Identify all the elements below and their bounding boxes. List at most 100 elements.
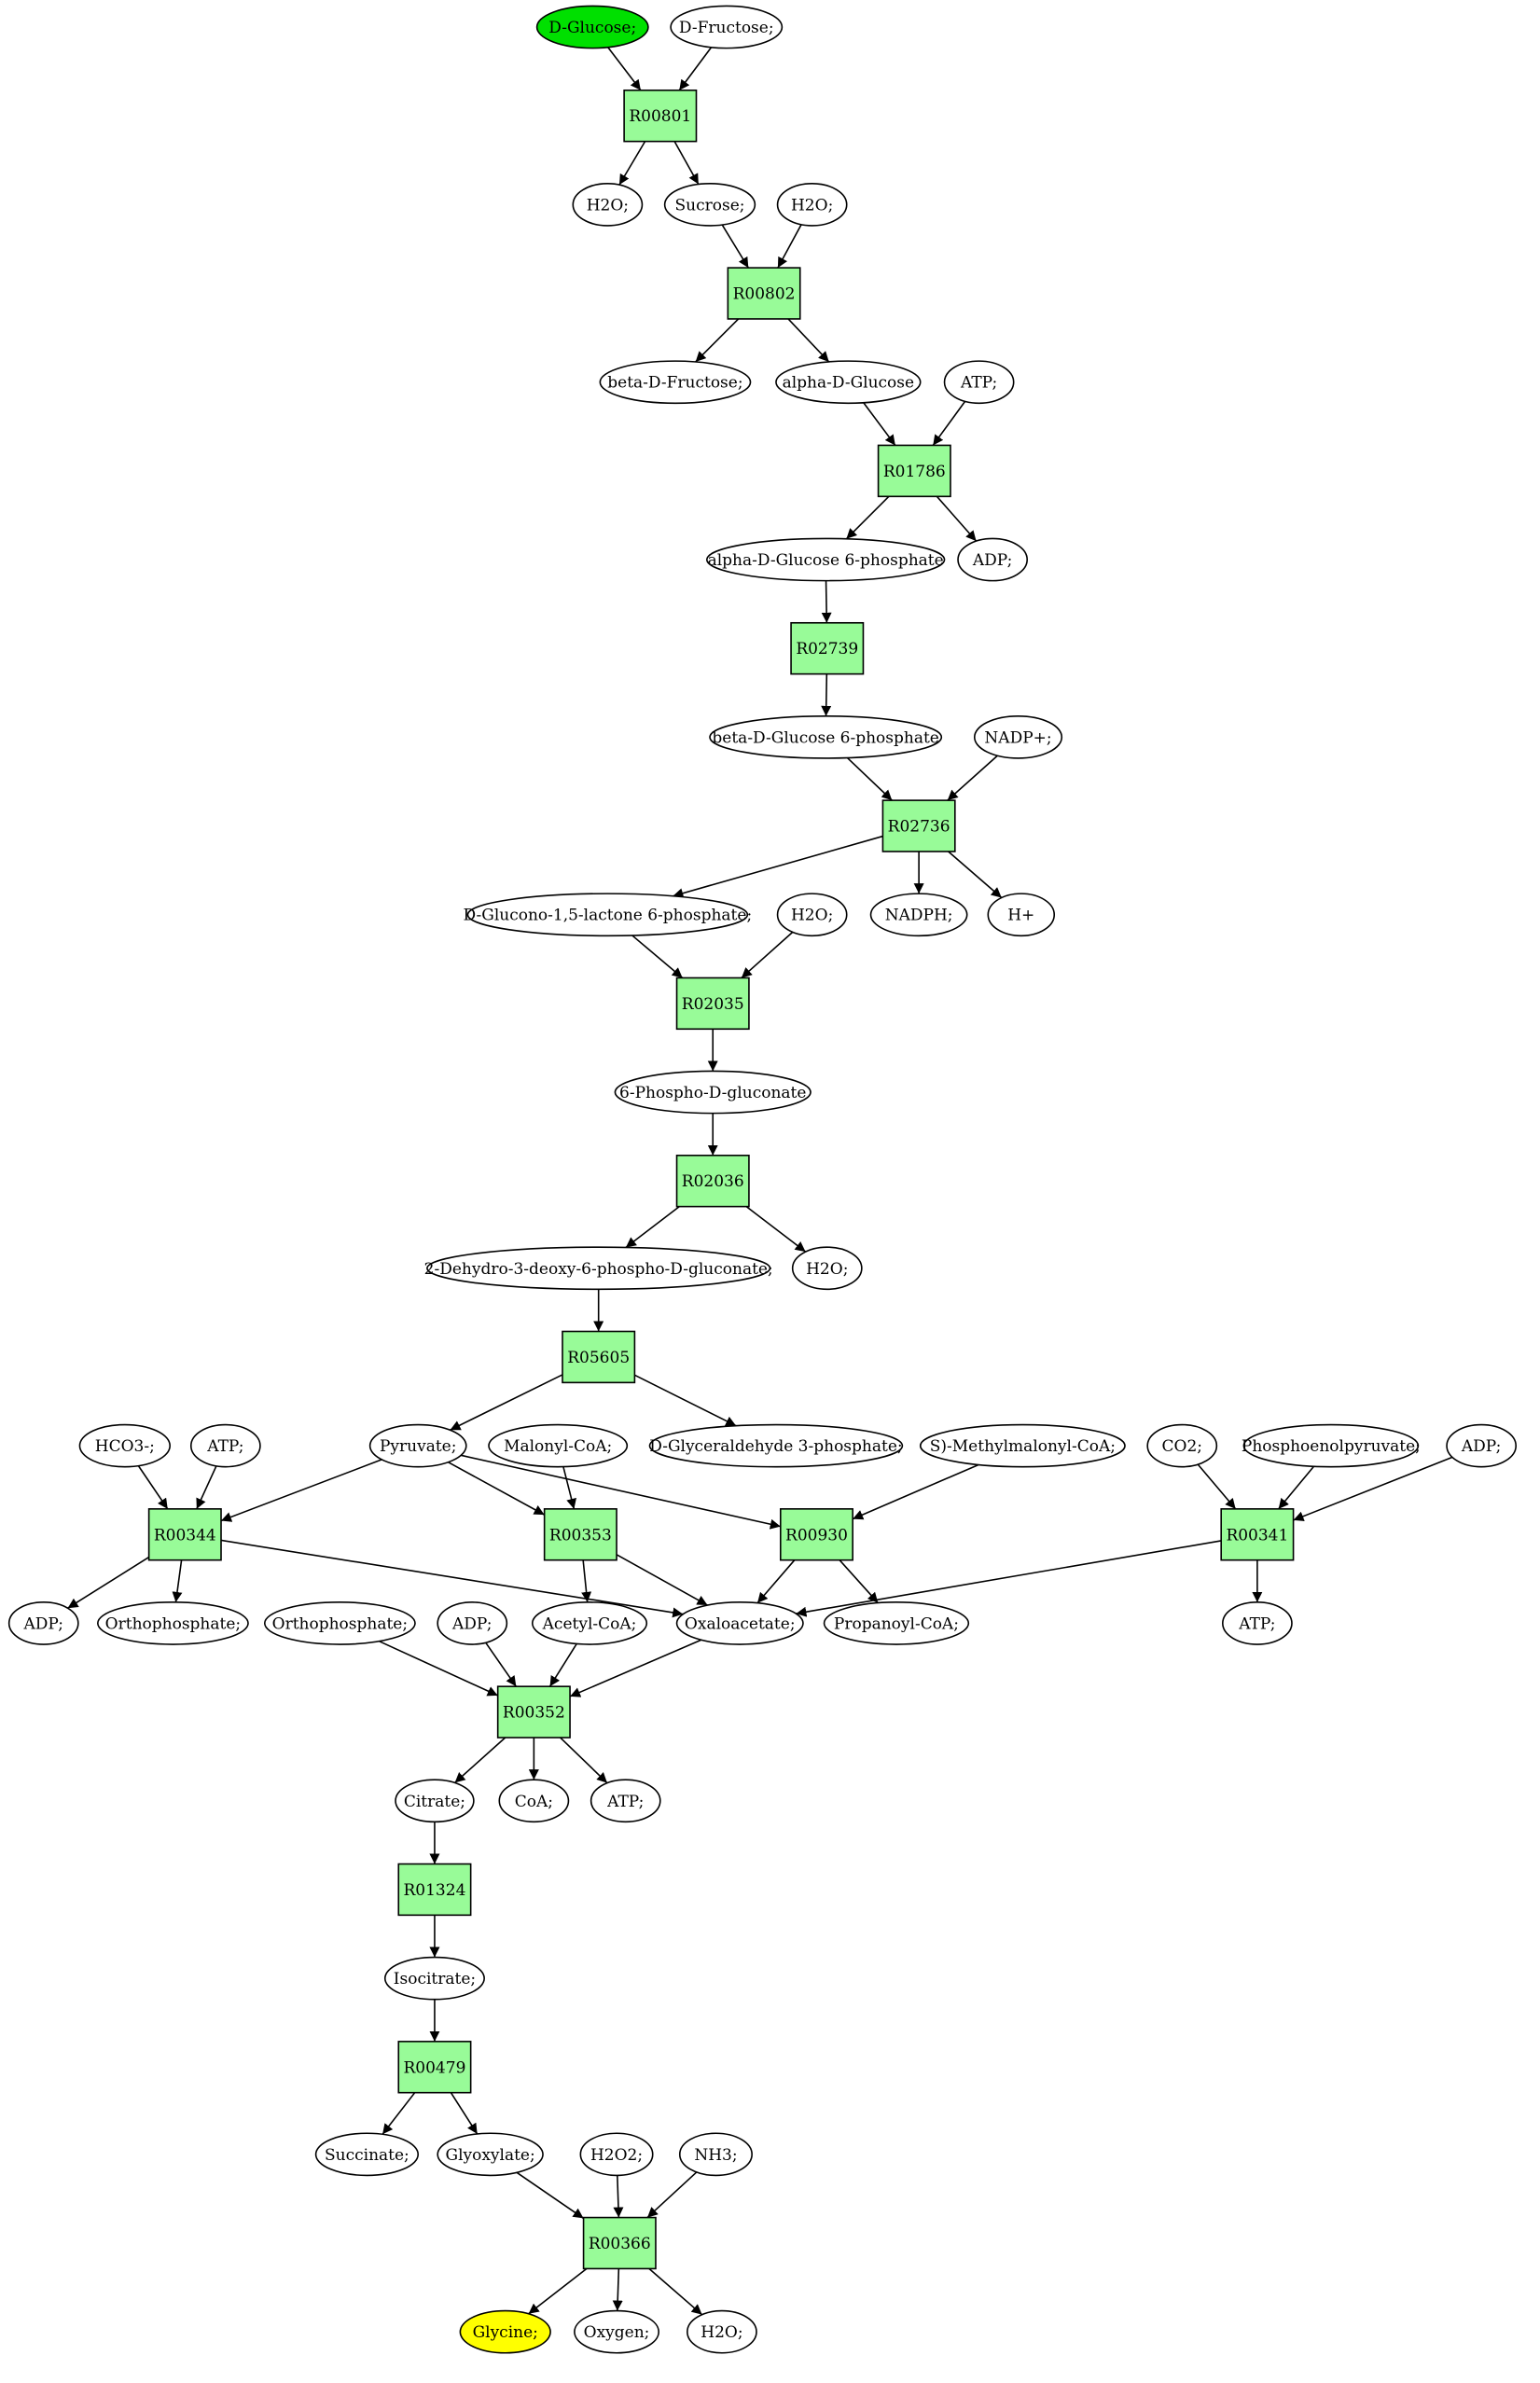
reaction-node-r02736[interactable]: R02736 <box>881 799 956 852</box>
metabolite-label: ADP; <box>451 1614 492 1633</box>
metabolite-ellipse <box>590 1779 661 1823</box>
reaction-node-r00366[interactable]: R00366 <box>582 2216 657 2270</box>
metabolite-node-nadp[interactable]: NADP+; <box>973 714 1063 759</box>
reaction-box <box>881 799 956 852</box>
metabolite-node-coa[interactable]: CoA; <box>498 1779 570 1823</box>
metabolite-node-pgl[interactable]: 6-Phospho-D-gluconate <box>614 1070 812 1115</box>
metabolite-node-suc[interactable]: Sucrose; <box>663 182 756 227</box>
metabolite-node-h2o2[interactable]: H2O2; <box>579 2132 654 2177</box>
metabolite-node-gly[interactable]: Glycine; <box>459 2309 551 2354</box>
metabolite-ellipse <box>1222 1601 1293 1645</box>
metabolite-node-pep[interactable]: Phosphoenolpyruvate; <box>1242 1423 1421 1468</box>
metabolite-ellipse <box>943 360 1015 405</box>
metabolite-node-ppcoa[interactable]: Propanoyl-CoA; <box>823 1601 970 1645</box>
metabolite-node-glac[interactable]: D-Glucono-1,5-lactone 6-phosphate; <box>464 893 753 937</box>
reaction-label: R00802 <box>733 285 796 304</box>
metabolite-node-h2o-2[interactable]: H2O; <box>776 182 848 227</box>
metabolite-label: Propanoyl-CoA; <box>834 1614 959 1633</box>
reaction-node-r00801[interactable]: R00801 <box>623 89 698 143</box>
metabolite-node-adp-1[interactable]: ADP; <box>957 537 1029 582</box>
reaction-box <box>790 621 865 675</box>
edge-glac-to-r02035 <box>631 935 684 979</box>
edge-r00930-to-oaa <box>756 1559 796 1604</box>
edge-pyr-to-r00353 <box>448 1462 546 1516</box>
metabolite-node-gap[interactable]: D-Glyceraldehyde 3-phosphate; <box>648 1423 904 1468</box>
metabolite-node-atp-2[interactable]: ATP; <box>189 1423 261 1468</box>
metabolite-node-atp-4[interactable]: ATP; <box>590 1779 661 1823</box>
edge-fru-to-r00801 <box>678 47 713 91</box>
metabolite-ellipse <box>919 1423 1126 1468</box>
reaction-node-r02739[interactable]: R02739 <box>790 621 865 675</box>
metabolite-node-h2o-3[interactable]: H2O; <box>776 893 848 937</box>
reaction-node-r02036[interactable]: R02036 <box>675 1154 750 1208</box>
edge-r00801-to-suc <box>673 141 700 185</box>
metabolite-node-nh3[interactable]: NH3; <box>678 2132 753 2177</box>
metabolite-ellipse <box>531 1601 648 1645</box>
metabolite-node-bg6p[interactable]: beta-D-Glucose 6-phosphate <box>709 714 943 759</box>
metabolite-label: ATP; <box>206 1437 243 1456</box>
metabolite-label: beta-D-Fructose; <box>607 374 742 393</box>
reaction-node-r00344[interactable]: R00344 <box>147 1508 222 1561</box>
metabolite-node-adp-4[interactable]: ADP; <box>437 1601 508 1645</box>
metabolite-node-co2[interactable]: CO2; <box>1146 1423 1218 1468</box>
metabolite-node-malcoa[interactable]: Malonyl-CoA; <box>488 1423 629 1468</box>
edge-r00344-to-adp-3 <box>67 1556 150 1609</box>
edge-r00352-to-atp-4 <box>560 1737 608 1784</box>
metabolite-label: Acetyl-CoA; <box>542 1614 637 1633</box>
reaction-node-r00479[interactable]: R00479 <box>397 2041 472 2094</box>
metabolite-label: ADP; <box>1461 1437 1501 1456</box>
metabolite-ellipse <box>675 1601 804 1645</box>
metabolite-node-aglc[interactable]: alpha-D-Glucose <box>775 360 922 405</box>
metabolite-ellipse <box>395 1779 475 1823</box>
metabolite-node-glx[interactable]: Glyoxylate; <box>437 2132 544 2177</box>
reaction-node-r05605[interactable]: R05605 <box>562 1330 636 1384</box>
metabolite-node-h2o-1[interactable]: H2O; <box>572 182 644 227</box>
metabolite-node-o2[interactable]: Oxygen; <box>574 2309 659 2354</box>
metabolite-node-bfru[interactable]: beta-D-Fructose; <box>599 360 752 405</box>
metabolite-node-atp-3[interactable]: ATP; <box>1222 1601 1293 1645</box>
metabolite-node-mmcoa[interactable]: S)-Methylmalonyl-CoA; <box>919 1423 1126 1468</box>
reaction-label: R00353 <box>549 1526 612 1545</box>
metabolite-node-atp-1[interactable]: ATP; <box>943 360 1015 405</box>
metabolite-node-hplus[interactable]: H+ <box>987 893 1056 937</box>
edge-r00366-to-h2o-5 <box>648 2267 703 2316</box>
metabolite-label: alpha-D-Glucose <box>783 374 914 393</box>
metabolite-ellipse <box>957 537 1029 582</box>
metabolite-label: D-Glyceraldehyde 3-phosphate; <box>649 1437 902 1456</box>
reaction-node-r00353[interactable]: R00353 <box>543 1508 617 1561</box>
metabolite-node-hco3[interactable]: HCO3-; <box>78 1423 171 1468</box>
edge-h2o2-to-r00366 <box>613 2175 624 2218</box>
edge-glx-to-r00366 <box>516 2171 585 2220</box>
metabolite-ellipse <box>648 1423 904 1468</box>
reaction-node-r00802[interactable]: R00802 <box>727 267 801 320</box>
metabolite-node-pi-2[interactable]: Orthophosphate; <box>263 1601 416 1645</box>
reaction-node-r00341[interactable]: R00341 <box>1220 1508 1295 1561</box>
edge-malcoa-to-r00353 <box>562 1466 577 1510</box>
metabolite-node-pyr[interactable]: Pyruvate; <box>368 1423 467 1468</box>
metabolite-node-kdpg[interactable]: 2-Dehydro-3-deoxy-6-phospho-D-gluconate; <box>424 1246 773 1291</box>
metabolite-node-oaa[interactable]: Oxaloacetate; <box>675 1601 804 1645</box>
metabolite-node-cit[interactable]: Citrate; <box>395 1779 475 1823</box>
reaction-node-r02035[interactable]: R02035 <box>675 977 750 1031</box>
metabolite-node-fru[interactable]: D-Fructose; <box>670 5 784 49</box>
reaction-node-r00930[interactable]: R00930 <box>779 1508 853 1561</box>
metabolite-node-pi-1[interactable]: Orthophosphate; <box>96 1601 249 1645</box>
metabolite-node-adp-2[interactable]: ADP; <box>1446 1423 1518 1468</box>
reaction-box <box>1220 1508 1295 1561</box>
metabolite-node-h2o-4[interactable]: H2O; <box>791 1246 863 1291</box>
reaction-node-r00352[interactable]: R00352 <box>496 1685 571 1739</box>
reaction-label: R00341 <box>1226 1526 1288 1545</box>
metabolite-label: CO2; <box>1162 1437 1203 1456</box>
metabolite-node-nadph[interactable]: NADPH; <box>869 893 968 937</box>
metabolite-node-adp-3[interactable]: ADP; <box>7 1601 79 1645</box>
metabolite-label: 2-Dehydro-3-deoxy-6-phospho-D-gluconate; <box>424 1260 773 1279</box>
metabolite-node-icit[interactable]: Isocitrate; <box>383 1956 485 2001</box>
metabolite-node-accoa[interactable]: Acetyl-CoA; <box>531 1601 648 1645</box>
metabolite-node-succ[interactable]: Succinate; <box>314 2132 420 2177</box>
metabolite-node-ag6p[interactable]: alpha-D-Glucose 6-phosphate <box>705 537 946 582</box>
edge-r00801-to-h2o-1 <box>618 141 646 186</box>
metabolite-node-glc[interactable]: D-Glucose; <box>535 5 649 49</box>
reaction-node-r01324[interactable]: R01324 <box>397 1863 472 1917</box>
metabolite-node-h2o-5[interactable]: H2O; <box>687 2309 757 2354</box>
reaction-node-r01786[interactable]: R01786 <box>877 444 951 498</box>
